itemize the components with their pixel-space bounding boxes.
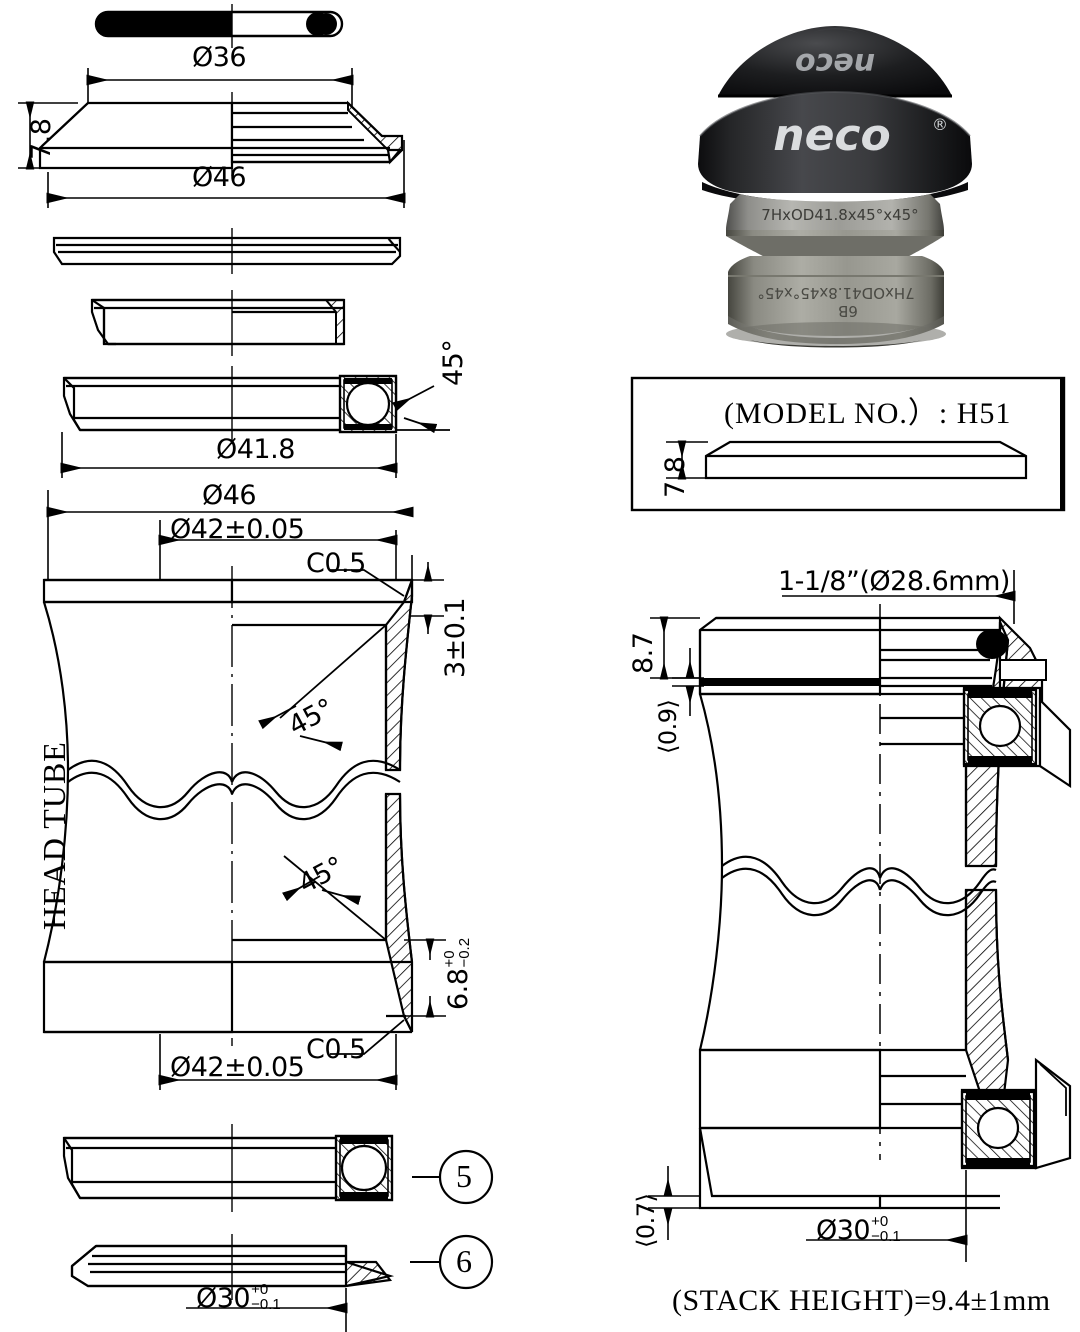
bearing-mark-upper: 7HxOD41.8x45°x45° [761,206,918,224]
dim-label-c05-bottom: C0.5 [306,1034,366,1065]
head-tube-label: HEAD TUBE [36,741,72,930]
stack-height-note: (STACK HEIGHT)=9.4±1mm [672,1284,1051,1317]
lower-bearing-assembly [960,1057,1072,1170]
upper-bearing-view [62,374,450,434]
bearing-mark-lower: 7HxOD41.8x45°x45° [757,284,914,302]
upper-bearing-assembly [962,686,1072,789]
dim-d42-bottom [158,1034,398,1090]
dim-label-d36: Ø36 [192,42,247,73]
dim-d36 [86,68,354,108]
svg-text:neco: neco [795,46,875,81]
dim-78-left [18,101,78,170]
dim-d46-headtube [46,490,414,580]
item5-bearing-view [62,1134,494,1205]
dim-label-box-height: 7.8 [660,456,691,498]
dim-label-87: 8.7 [628,632,659,674]
dim-label-3pm01: 3±0.1 [440,597,471,678]
model-no-label: (MODEL NO.）: H51 [724,397,1012,430]
dim-d42-top [158,520,398,580]
o-ring-view [94,10,344,38]
dim-label-d42-top: Ø42±0.05 [170,514,305,545]
product-photo: neco neco ® 7HxOD41.8x45°x45° 7HxOD41.8x… [600,18,1070,348]
dim-label-bearing-angle: 45° [438,339,469,386]
dim-label-07: ⟨0.7⟩ [632,1193,660,1248]
dim-09 [672,648,704,716]
balloon-5-number: 5 [456,1158,472,1194]
title-box [630,376,1066,512]
dim-68 [404,938,446,1018]
dim-label-d46-headtube: Ø46 [202,480,257,511]
top-cover-view [38,100,404,170]
dim-d418 [60,432,398,478]
dim-steerer [782,570,1016,624]
dim-d46-cap [46,140,406,208]
dim-label-09: ⟨0.9⟩ [654,699,682,754]
svg-text:®: ® [932,115,948,134]
dim-label-68: 6.8+0−0.2 [441,937,475,1010]
dim-07 [648,1166,700,1240]
balloon-6-number: 6 [456,1243,472,1279]
dim-label-d42-bottom: Ø42±0.05 [170,1052,305,1083]
dust-seal-view [52,236,402,266]
leader-c05-top [330,569,405,597]
bearing-code: 6B [838,302,858,320]
svg-text:neco: neco [773,110,890,161]
compression-ring-view [90,298,346,346]
assembly-section-view [698,615,1072,1170]
dim-label-d30-left: Ø30+0−0.1 [196,1281,281,1315]
dim-label-cap-height: 7.8 [26,118,57,160]
head-tube-section-view [42,578,414,1034]
dim-3pm01 [410,562,444,634]
dim-d30-right [806,1170,968,1262]
dim-label-c05-top: C0.5 [306,548,366,579]
dim-d30-left [186,1288,348,1332]
dim-label-d418: Ø41.8 [216,434,295,465]
dim-label-d30-right: Ø30+0−0.1 [816,1213,901,1247]
dim-label-d46-cap: Ø46 [192,162,247,193]
bearing-ball-assembly [338,374,398,434]
item6-crown-race-view [70,1234,494,1290]
leader-c05-bottom [330,1019,405,1055]
dim-label-steerer: 1-1/8”(Ø28.6mm) [778,566,1010,597]
